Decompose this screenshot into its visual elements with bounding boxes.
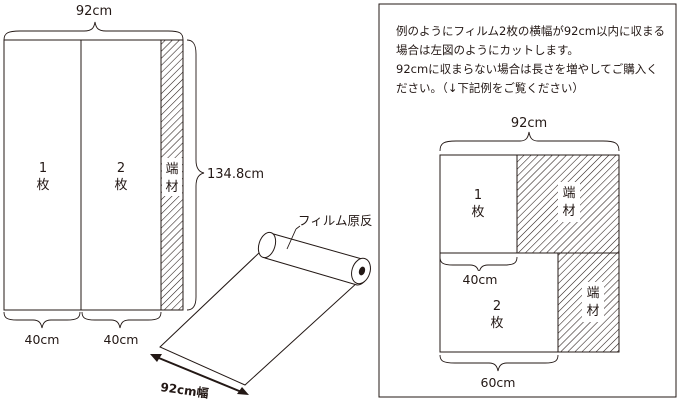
panel-piece-2-unit: 枚: [490, 316, 503, 331]
panel-scrap-bottom-label-2: 材: [586, 304, 599, 319]
height-label: 134.8cm: [207, 167, 264, 182]
panel-scrap-top-label-2: 材: [562, 204, 575, 219]
piece-2-unit: 枚: [114, 178, 127, 193]
panel-scrap-top-label-1: 端: [562, 186, 575, 201]
height-brace: [186, 39, 205, 311]
panel-width-label: 92cm: [511, 116, 547, 131]
panel-note: 例のようにフィルム2枚の横幅が92cm以内に収まる場合は左図のようにカットします…: [396, 22, 666, 98]
bottom-left-brace: [3, 311, 81, 329]
panel-width-brace: [439, 131, 620, 152]
panel-note-line-1: 例のようにフィルム2枚の横幅が92cm以内に収まる場合は左図のようにカットします…: [396, 24, 666, 57]
left-cut-diagram: 92cm 1 枚 2 枚 端 材 134.8cm 40cm 40cm: [3, 4, 264, 347]
panel-piece-1-rect: [439, 154, 518, 254]
piece-2-number: 2: [117, 161, 125, 176]
panel-scrap-bottom-label-1: 端: [586, 286, 599, 301]
scrap-label-top: 端: [165, 162, 178, 177]
piece-1-unit: 枚: [36, 178, 49, 193]
panel-piece-1-number: 1: [474, 188, 482, 203]
panel-piece-2-number: 2: [493, 299, 501, 314]
bottom-right-label: 40cm: [104, 332, 139, 347]
roll-label: フィルム原反: [298, 213, 373, 228]
example-panel: 92cm 1 枚 2 枚 端 材 端 材 40cm 60cm: [378, 3, 677, 398]
bottom-right-brace: [81, 311, 162, 329]
top-width-brace: [3, 21, 184, 41]
panel-bottom-brace: [439, 354, 559, 372]
top-width-label: 92cm: [76, 4, 112, 19]
roll-width-label: 92cm幅: [160, 379, 210, 400]
piece-1-number: 1: [39, 161, 47, 176]
panel-note-line-2: 92cmに収まらない場合は長さを増やしてご購入ください。（↓下記例をご覧ください…: [396, 62, 658, 95]
film-roll-illustration: フィルム原反 92cm幅: [150, 213, 373, 400]
roll-width-arrow: [150, 354, 249, 395]
panel-mid-width-label: 40cm: [463, 272, 498, 287]
scrap-label-bottom: 材: [165, 180, 178, 195]
roll-left-end: [257, 231, 277, 259]
roll-callout-line: [286, 228, 297, 250]
roll-core: [358, 266, 366, 276]
bottom-left-label: 40cm: [25, 332, 60, 347]
panel-bottom-width-label: 60cm: [481, 375, 516, 390]
panel-piece-1-unit: 枚: [471, 205, 484, 220]
panel-piece-2-rect: [439, 252, 559, 353]
